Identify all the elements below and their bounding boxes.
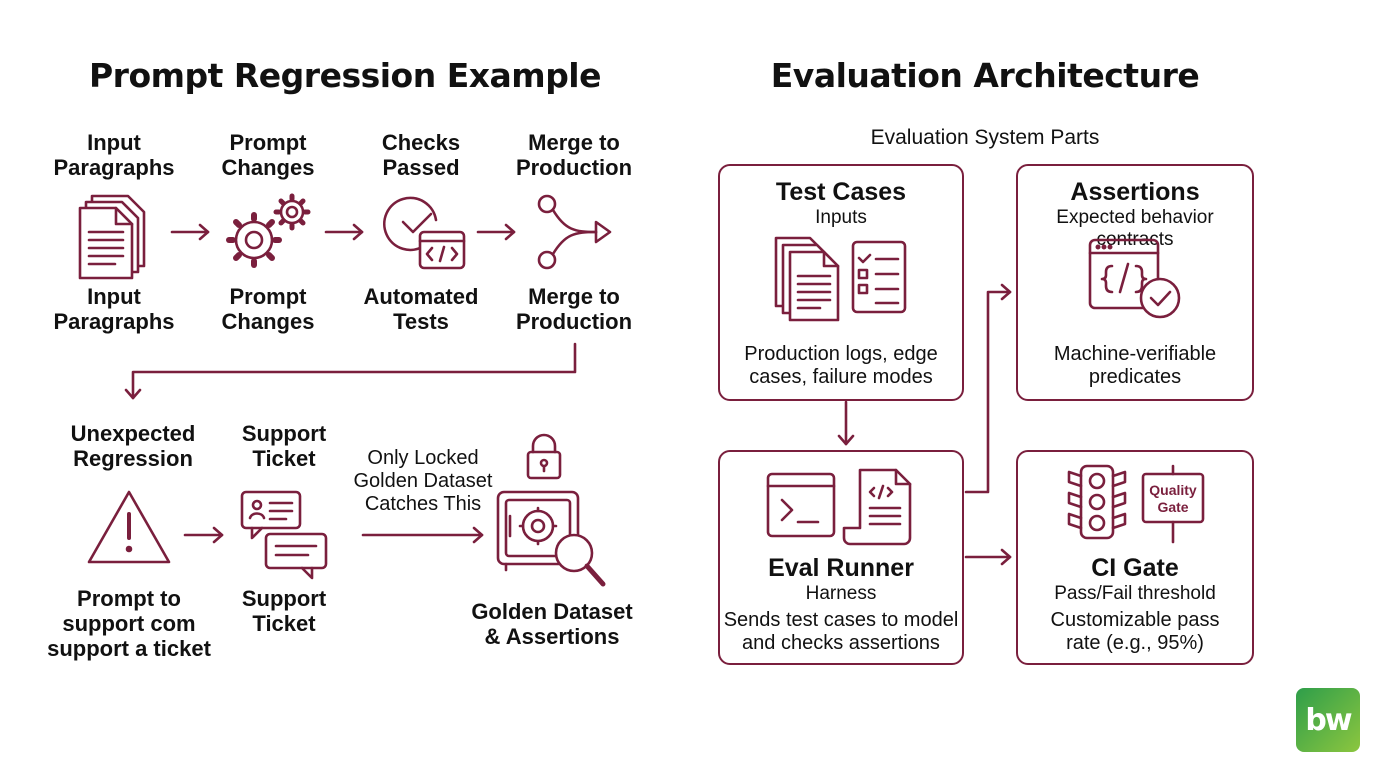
merge-icon bbox=[537, 194, 612, 270]
code-check-icon bbox=[1088, 238, 1181, 319]
code-document-icon bbox=[842, 468, 912, 546]
quality-gate-sign-icon bbox=[1141, 464, 1205, 544]
connector-arrow bbox=[964, 548, 1012, 566]
left-flow-graphics bbox=[78, 193, 612, 587]
step-label-ticket-bottom: Support Ticket bbox=[241, 586, 327, 636]
assertions-box: Assertions Expected behavior contracts M… bbox=[1016, 164, 1254, 401]
arrow-right-icon bbox=[324, 223, 364, 241]
step-label-prompt-top: Prompt Changes bbox=[221, 130, 315, 180]
arrow-right-icon bbox=[361, 526, 484, 544]
assertions-description: Machine-verifiable predicates bbox=[1053, 343, 1217, 388]
test-cases-subtitle: Inputs bbox=[815, 207, 867, 228]
ci-gate-title: CI Gate bbox=[1091, 554, 1179, 582]
left-title: Prompt Regression Example bbox=[88, 56, 602, 95]
lock-icon bbox=[526, 433, 562, 480]
documents-icon bbox=[78, 194, 146, 280]
check-code-icon bbox=[383, 196, 466, 270]
connector-arrow bbox=[837, 400, 855, 446]
checklist-icon bbox=[851, 240, 907, 314]
ci-gate-box: CI Gate Pass/Fail threshold Customizable… bbox=[1016, 450, 1254, 665]
right-title: Evaluation Architecture bbox=[770, 56, 1200, 95]
step-label-ticket-top: Support Ticket bbox=[241, 421, 327, 471]
ci-gate-subtitle: Pass/Fail threshold bbox=[1054, 583, 1216, 604]
catch-note: Only Locked Golden Dataset Catches This bbox=[353, 447, 493, 515]
ci-gate-description: Customizable pass rate (e.g., 95%) bbox=[1050, 609, 1220, 654]
step-label-regression-bottom: Prompt to support com support a ticket bbox=[47, 586, 211, 661]
eval-runner-title: Eval Runner bbox=[768, 554, 914, 582]
step-label-prompt-bottom: Prompt Changes bbox=[221, 284, 315, 334]
eval-runner-box: Eval Runner Harness Sends test cases to … bbox=[718, 450, 964, 665]
step-label-regression-top: Unexpected Regression bbox=[70, 421, 196, 471]
arrow-right-icon bbox=[476, 223, 516, 241]
quality-gate-sign-text: Quality Gate bbox=[1149, 482, 1197, 515]
documents-icon bbox=[774, 236, 840, 322]
golden-dataset-label: Golden Dataset & Assertions bbox=[471, 599, 633, 649]
warning-icon bbox=[87, 490, 171, 564]
brand-logo: bw bbox=[1296, 688, 1360, 752]
step-label-input-top: Input Paragraphs bbox=[53, 130, 175, 180]
connector-arrow bbox=[964, 283, 1012, 494]
right-flow-graphics bbox=[766, 236, 1205, 566]
step-label-tests-bottom: Automated Tests bbox=[363, 284, 479, 334]
terminal-icon bbox=[766, 472, 836, 538]
magnifier-icon bbox=[554, 533, 606, 587]
step-label-merge-top: Merge to Production bbox=[515, 130, 633, 180]
assertions-title: Assertions bbox=[1070, 178, 1200, 206]
right-subtitle: Evaluation System Parts bbox=[870, 126, 1100, 149]
eval-runner-subtitle: Harness bbox=[805, 583, 877, 604]
eval-runner-description: Sends test cases to model and checks ass… bbox=[723, 609, 959, 654]
arrow-right-icon bbox=[183, 526, 224, 544]
step-label-input-bottom: Input Paragraphs bbox=[53, 284, 175, 334]
test-cases-box: Test Cases Inputs Production logs, edge … bbox=[718, 164, 964, 401]
step-label-merge-bottom: Merge to Production bbox=[515, 284, 633, 334]
arrow-right-icon bbox=[170, 223, 210, 241]
chat-bubbles-icon bbox=[240, 490, 328, 580]
test-cases-title: Test Cases bbox=[775, 178, 907, 206]
test-cases-description: Production logs, edge cases, failure mod… bbox=[744, 343, 938, 388]
gears-icon bbox=[226, 193, 311, 268]
connector-arrow bbox=[124, 342, 577, 400]
step-label-checks-top: Checks Passed bbox=[381, 130, 461, 180]
traffic-light-icon bbox=[1067, 464, 1127, 540]
